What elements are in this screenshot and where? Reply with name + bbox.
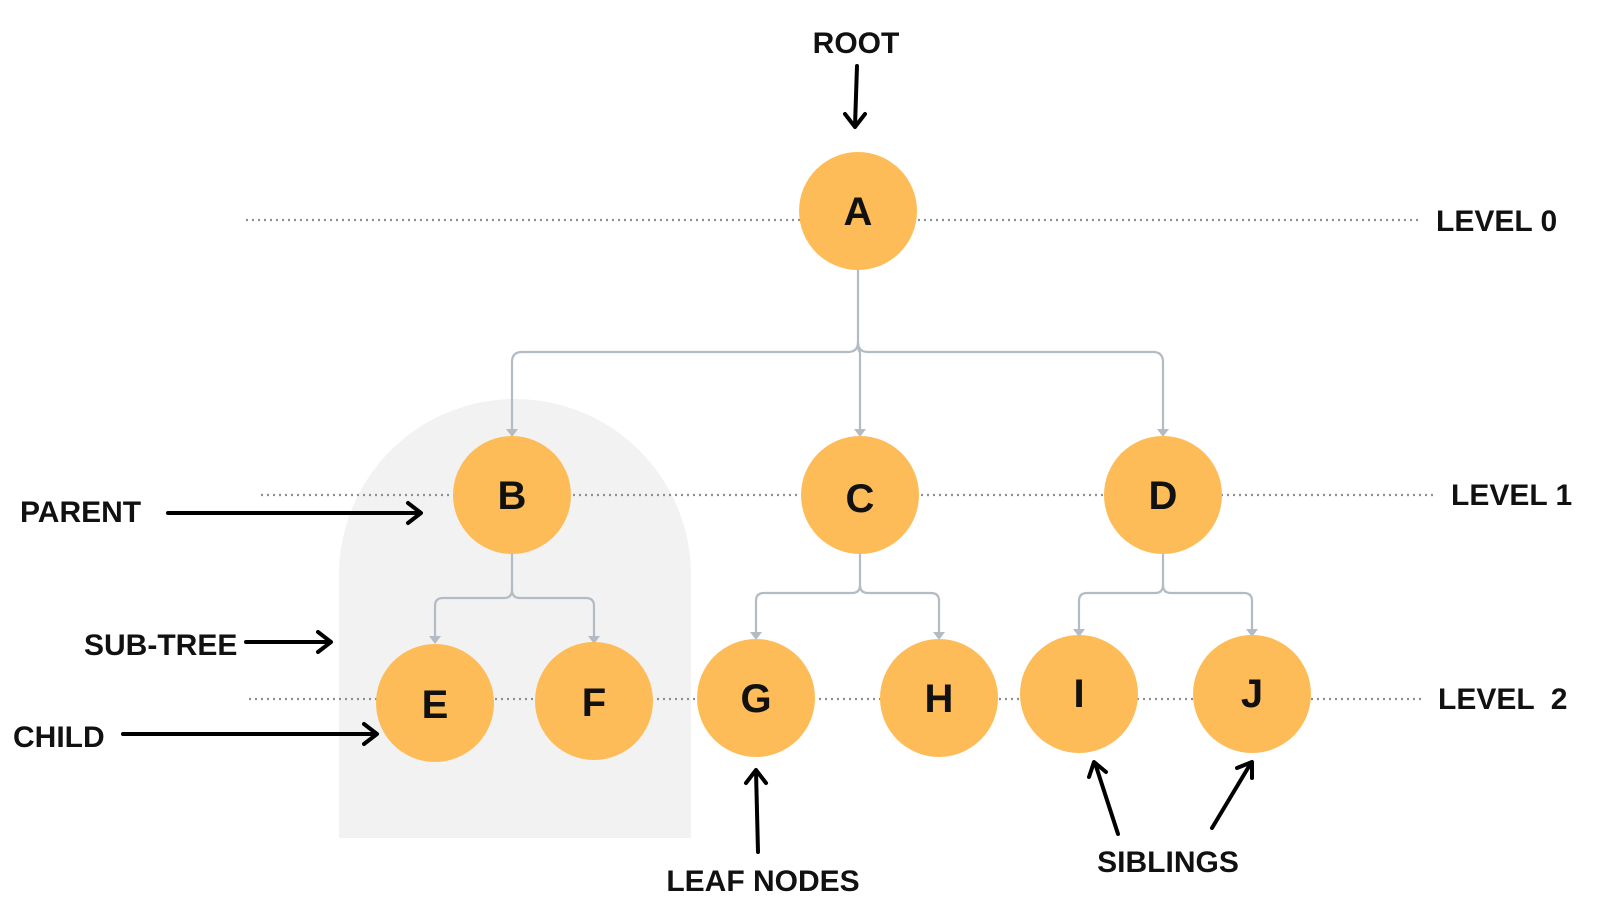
node-h: H [880,639,998,757]
edge-c-h [858,584,941,633]
node-c-label: C [846,477,875,521]
node-e-circle [376,644,494,762]
edge-a-c [856,341,862,430]
node-h-circle [880,639,998,757]
arrowhead-c [854,429,866,437]
node-i-circle [1020,635,1138,753]
arrowhead-d [1157,429,1169,437]
parent-callout: PARENT [20,496,423,529]
node-f-circle [535,642,653,760]
node-g-label: G [740,677,771,721]
arrowhead-h [933,632,945,640]
subtree-callout-label: SUB-TREE [84,629,237,662]
node-a-circle [799,152,917,270]
root-callout-label: ROOT [813,27,900,60]
arrowhead-j [1246,629,1258,637]
root-callout-arrow [853,64,859,128]
node-g: G [697,639,815,757]
node-d: D [1104,436,1222,554]
siblings-callout-arrow-left [1093,761,1120,836]
node-e-label: E [422,683,449,727]
node-d-circle [1104,436,1222,554]
arrowhead-i [1073,629,1085,637]
child-callout-label: CHILD [13,721,105,754]
node-c-circle [801,436,919,554]
root-callout: ROOT [813,27,900,129]
arrowhead-e [429,636,441,644]
edge-arrowheads [429,429,1258,644]
level-labels: LEVEL 0 LEVEL 1 LEVEL 2 [1436,205,1572,716]
leaf-nodes-callout-arrow [754,769,760,854]
subtree-callout-arrowhead [316,630,333,654]
node-e: E [376,644,494,762]
node-j-label: J [1241,672,1263,716]
node-a-label: A [844,190,873,234]
node-j-circle [1193,635,1311,753]
siblings-callout-arrowhead-left [1087,760,1108,779]
node-j: J [1193,635,1311,753]
level-0-label: LEVEL 0 [1436,205,1557,238]
level-1-label: LEVEL 1 [1451,479,1572,512]
node-d-label: D [1149,474,1178,518]
edge-d-j [1161,584,1254,630]
arrowhead-b [506,429,518,437]
leaf-nodes-callout: LEAF NODES [666,768,860,898]
edge-a-b [510,268,860,430]
child-callout: CHILD [13,721,379,754]
node-g-circle [697,639,815,757]
node-b: B [453,436,571,554]
arrowhead-f [588,636,600,644]
edge-c-g [754,553,862,633]
edge-d-i [1077,553,1165,630]
siblings-callout-arrowhead-right [1235,760,1254,780]
node-c: C [801,436,919,554]
node-b-circle [453,436,571,554]
siblings-callout-label: SIBLINGS [1097,846,1239,879]
siblings-callout-arrow-right [1210,761,1253,830]
parent-callout-arrowhead [406,501,423,525]
edge-b-f [510,589,596,637]
subtree-callout: SUB-TREE [84,629,333,662]
edge-a-d [856,341,1165,430]
tree-edges [433,268,1254,637]
node-f: F [535,642,653,760]
child-callout-arrowhead [362,722,379,746]
node-h-label: H [925,677,954,721]
root-callout-arrowhead [843,112,867,129]
tree-nodes: A B C D E F G H [376,152,1311,762]
leaf-nodes-callout-label: LEAF NODES [666,865,859,898]
node-f-label: F [582,681,606,725]
node-b-label: B [498,474,527,518]
parent-callout-label: PARENT [20,496,141,529]
siblings-callout: SIBLINGS [1087,760,1254,879]
node-a: A [799,152,917,270]
node-i-label: I [1073,672,1084,716]
level-2-label: LEVEL 2 [1438,683,1568,716]
arrowhead-g [750,632,762,640]
node-i: I [1020,635,1138,753]
leaf-nodes-callout-arrowhead [744,768,768,785]
